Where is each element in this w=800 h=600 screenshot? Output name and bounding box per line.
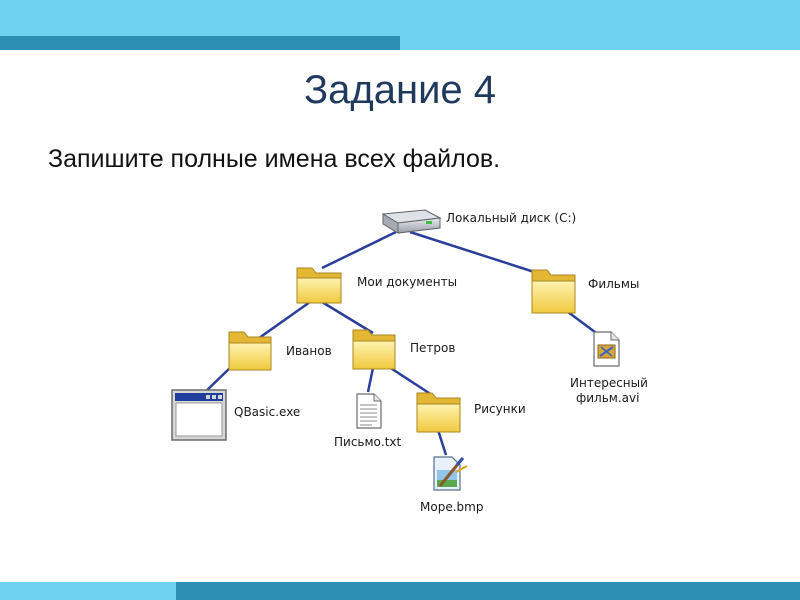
slide-title: Задание 4 xyxy=(303,68,497,112)
connector-petrov-pictures xyxy=(385,363,433,397)
sea-label: Море.bmp xyxy=(420,500,483,514)
hard-drive-icon xyxy=(381,209,442,234)
folder-icon-ivanov xyxy=(228,331,272,371)
film-file-label-line2: фильм.avi xyxy=(576,391,639,405)
top-decor-bar xyxy=(0,36,400,50)
tree-connectors xyxy=(201,230,604,456)
connector-pictures-sea xyxy=(436,429,448,456)
connector-mydocs-petrov xyxy=(321,300,374,335)
bottom-decor-bar xyxy=(176,582,800,600)
ivanov-label: Иванов xyxy=(286,344,332,358)
my-documents-label: Мои документы xyxy=(357,275,457,289)
films-label: Фильмы xyxy=(588,277,639,291)
folder-icon-my-documents xyxy=(296,267,342,304)
folder-icon-petrov xyxy=(352,329,396,370)
connector-drive-films xyxy=(409,230,554,280)
exe-window-icon xyxy=(171,389,227,441)
connector-mydocs-ivanov xyxy=(251,300,311,345)
pictures-label: Рисунки xyxy=(474,402,526,416)
connector-drive-mydocs xyxy=(321,230,397,270)
petrov-label: Петров xyxy=(410,341,455,355)
text-document-icon xyxy=(356,393,382,429)
drive-label: Локальный диск (C:) xyxy=(446,211,576,225)
connector-petrov-letter xyxy=(366,367,375,393)
letter-label: Письмо.txt xyxy=(334,435,402,449)
task-text: Запишите полные имена всех файлов. xyxy=(48,145,501,173)
folder-icon-films xyxy=(531,269,576,314)
video-file-icon xyxy=(593,331,620,367)
folder-icon-pictures xyxy=(416,392,461,433)
bitmap-image-icon xyxy=(433,456,468,491)
film-file-label-line1: Интересный xyxy=(570,376,648,390)
qbasic-label: QBasic.exe xyxy=(234,405,300,419)
